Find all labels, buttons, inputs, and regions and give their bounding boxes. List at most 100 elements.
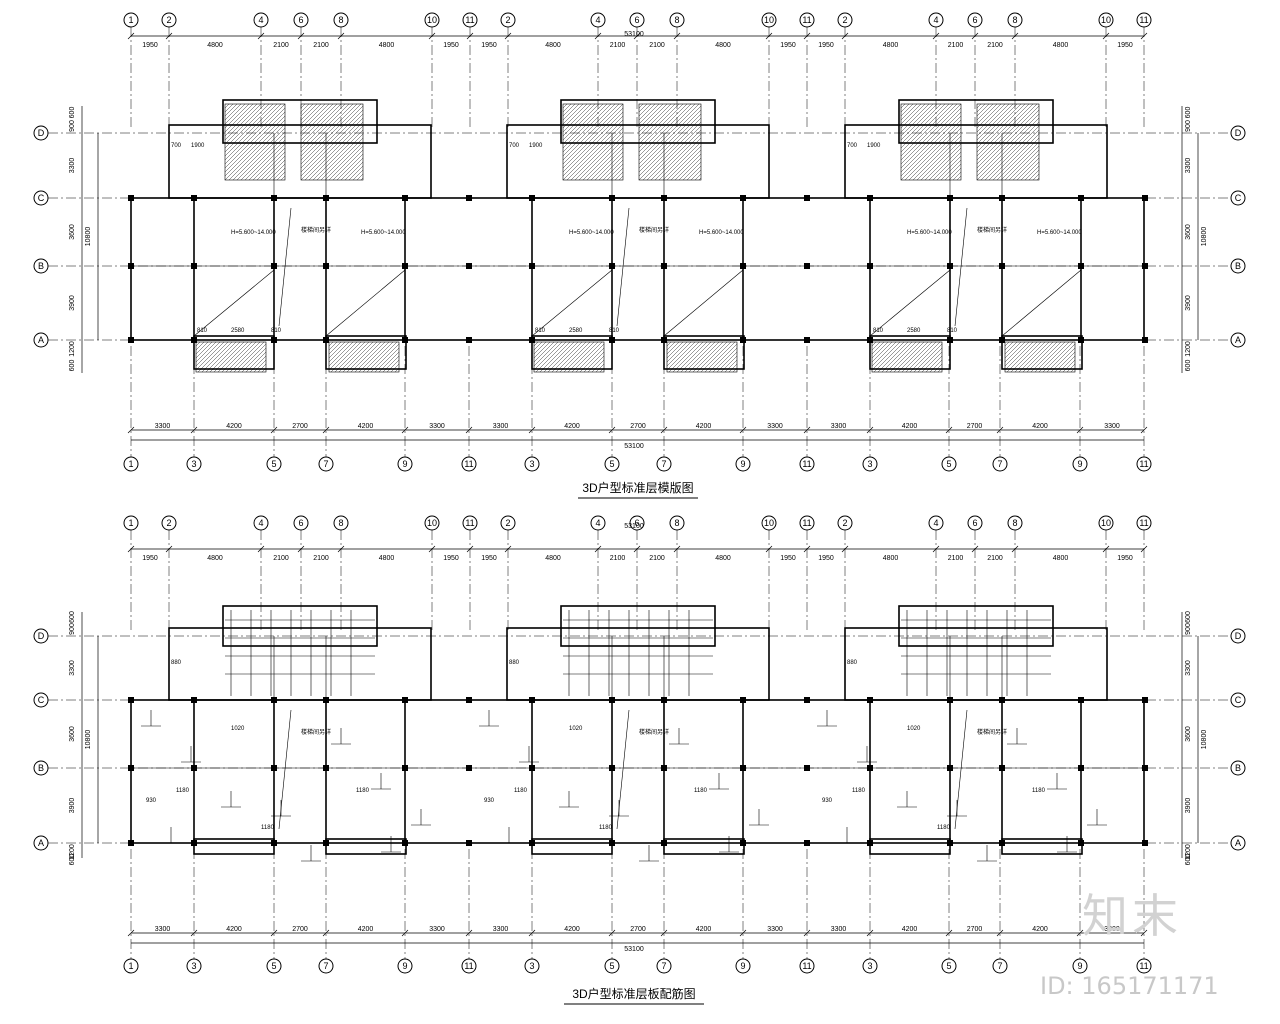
hatch-stroke bbox=[594, 151, 624, 181]
south-balcony-right bbox=[1001, 335, 1083, 370]
axis-label-top: 6 bbox=[634, 518, 639, 528]
hatch-stroke bbox=[233, 341, 265, 373]
side-dimension-value-right: 1200 bbox=[1185, 341, 1192, 357]
side-dimension-total-right: 10800 bbox=[1201, 730, 1208, 750]
dimension-tick bbox=[971, 545, 979, 553]
rebar-length-note: 1180 bbox=[356, 788, 370, 794]
dimension-value-bottom: 2700 bbox=[967, 926, 983, 933]
hatch-stroke bbox=[1058, 355, 1076, 373]
hatch-stroke bbox=[394, 367, 400, 373]
row-bubble-right bbox=[1230, 692, 1246, 708]
hatch-stroke bbox=[996, 137, 1040, 181]
axis-label-top: 6 bbox=[634, 15, 639, 25]
dimension-tick bbox=[257, 32, 265, 40]
hatch-border bbox=[562, 103, 624, 181]
hatch-stroke bbox=[638, 113, 702, 177]
dimension-tick bbox=[297, 32, 305, 40]
axis-bubble-top bbox=[967, 515, 983, 531]
south-balcony-right bbox=[325, 335, 407, 370]
dimension-tick bbox=[932, 545, 940, 553]
axis-label-top: 10 bbox=[427, 518, 437, 528]
hatch-stroke bbox=[638, 103, 660, 125]
hatch-stroke bbox=[224, 103, 242, 121]
dimension-tick bbox=[165, 32, 173, 40]
hatch-stroke bbox=[674, 153, 702, 181]
axis-bubble-bottom bbox=[318, 456, 334, 472]
structural-column bbox=[1078, 195, 1084, 201]
side-dimension-value-right: 600 bbox=[1185, 854, 1192, 866]
hatch-stroke bbox=[358, 341, 390, 373]
north-wing-outline bbox=[168, 627, 432, 701]
dimension-tick bbox=[465, 929, 473, 937]
hatch-stroke bbox=[300, 103, 314, 117]
structural-column bbox=[609, 840, 615, 846]
hatch-border bbox=[300, 103, 364, 181]
axis-bubble-top bbox=[424, 515, 440, 531]
hatch-stroke bbox=[562, 103, 600, 141]
hatch-stroke bbox=[334, 341, 366, 373]
hatch-stroke bbox=[900, 103, 942, 145]
hatch-stroke bbox=[672, 341, 704, 373]
axis-bubble-top bbox=[462, 515, 478, 531]
axis-label-top: 2 bbox=[505, 518, 510, 528]
hatch-stroke bbox=[332, 149, 364, 181]
structural-column bbox=[999, 195, 1005, 201]
hatch-stroke bbox=[905, 341, 937, 373]
axis-label-bottom: 11 bbox=[1139, 961, 1148, 971]
hatch-stroke bbox=[224, 103, 278, 157]
hatch-stroke bbox=[300, 103, 358, 161]
row-label-right: B bbox=[1235, 261, 1241, 271]
hatch-stroke bbox=[720, 355, 738, 373]
dimension-tick bbox=[1011, 32, 1019, 40]
hatch-stroke bbox=[1004, 341, 1010, 347]
hatch-stroke bbox=[1016, 157, 1040, 181]
hatch-stroke bbox=[386, 359, 400, 373]
axis-bubble-bottom bbox=[656, 958, 672, 974]
dimension-value-top: 2100 bbox=[948, 555, 964, 562]
row-label-left: C bbox=[38, 193, 45, 203]
row-label-right: C bbox=[1235, 695, 1242, 705]
hatch-stroke bbox=[1034, 341, 1066, 373]
hatch-stroke bbox=[900, 103, 906, 109]
hatch-stroke bbox=[272, 167, 286, 181]
hatch-stroke bbox=[587, 355, 605, 373]
structural-column bbox=[609, 697, 615, 703]
row-bubble-left bbox=[33, 628, 49, 644]
hatch-stroke bbox=[666, 341, 692, 367]
row-bubble-right bbox=[1230, 125, 1246, 141]
hatch-stroke bbox=[610, 167, 624, 181]
dimension-value-bottom: 4200 bbox=[1032, 926, 1048, 933]
hatch-stroke bbox=[201, 341, 233, 373]
hatch-stroke bbox=[658, 137, 702, 181]
hatch-stroke bbox=[666, 341, 680, 355]
axis-bubble-top bbox=[669, 515, 685, 531]
hatch-stroke bbox=[342, 341, 374, 373]
hatch-stroke bbox=[300, 103, 318, 121]
axis-bubble-bottom bbox=[1136, 456, 1152, 472]
axis-label-bottom: 9 bbox=[1077, 961, 1082, 971]
rebar-length-note: 1180 bbox=[694, 788, 708, 794]
hatch-stroke bbox=[195, 341, 217, 363]
hatch-stroke bbox=[195, 341, 209, 355]
hatch-stroke bbox=[336, 153, 364, 181]
hatch-stroke bbox=[300, 103, 350, 153]
dimension-tick bbox=[1140, 32, 1148, 40]
dimension-value-top: 1950 bbox=[780, 555, 796, 562]
structural-column bbox=[271, 337, 277, 343]
row-bubble-right bbox=[1230, 835, 1246, 851]
dimension-tick bbox=[633, 32, 641, 40]
hatch-stroke bbox=[209, 341, 241, 373]
hatch-stroke bbox=[1022, 341, 1054, 373]
south-balcony-right bbox=[663, 335, 745, 370]
dimension-value-top: 2100 bbox=[313, 555, 329, 562]
hatch-stroke bbox=[638, 109, 702, 173]
hatch-stroke bbox=[724, 359, 738, 373]
dimension-tick bbox=[996, 426, 1004, 434]
hatch-stroke bbox=[654, 133, 702, 181]
structural-column bbox=[1078, 765, 1084, 771]
side-dimension-value-left: 3300 bbox=[69, 660, 76, 676]
hatch-stroke bbox=[533, 341, 559, 367]
hatch-stroke bbox=[638, 103, 668, 133]
dim-note: 810 bbox=[535, 328, 546, 334]
rebar-length-note: 880 bbox=[171, 660, 182, 666]
